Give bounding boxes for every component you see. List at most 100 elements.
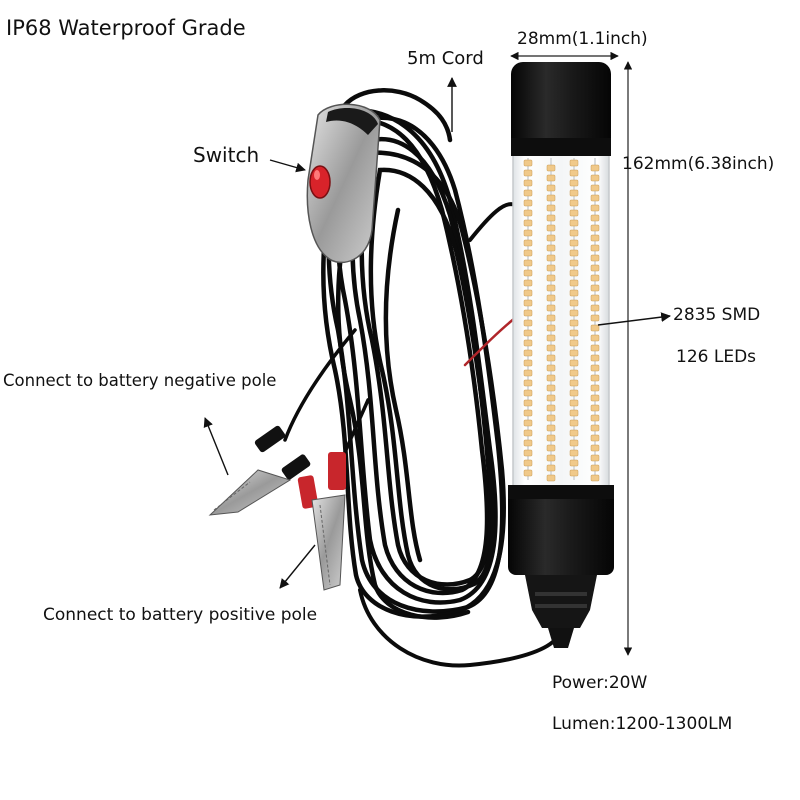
led-chip	[569, 199, 579, 207]
led-chip	[569, 269, 579, 277]
led-chip	[569, 209, 579, 217]
led-chip	[590, 264, 600, 272]
negative-pole-label: Connect to battery negative pole	[3, 371, 277, 390]
led-chip	[523, 429, 533, 437]
led-chip	[546, 204, 556, 212]
led-chip	[569, 459, 579, 467]
led-chip	[523, 349, 533, 357]
led-chip	[590, 344, 600, 352]
led-chip	[590, 314, 600, 322]
led-chip	[546, 294, 556, 302]
led-chip	[546, 394, 556, 402]
led-chip	[569, 319, 579, 327]
led-chip	[546, 194, 556, 202]
led-strip-line	[527, 158, 529, 480]
led-chip	[546, 454, 556, 462]
led-chip	[590, 394, 600, 402]
led-chip	[590, 254, 600, 262]
led-chip	[590, 284, 600, 292]
led-chip	[569, 379, 579, 387]
led-chip	[523, 289, 533, 297]
led-tube	[508, 62, 614, 648]
switch-button	[309, 165, 331, 199]
led-count-label: 126 LEDs	[676, 347, 757, 367]
led-chip	[590, 294, 600, 302]
led-chip	[590, 454, 600, 462]
led-chip	[569, 249, 579, 257]
led-chip	[523, 169, 533, 177]
led-chip	[569, 279, 579, 287]
led-chip	[546, 314, 556, 322]
dimension-lines	[510, 51, 633, 656]
led-chip	[546, 424, 556, 432]
led-chip	[569, 239, 579, 247]
led-chip	[546, 434, 556, 442]
negative-clip	[208, 425, 311, 516]
led-chip	[523, 469, 533, 477]
led-chip	[569, 439, 579, 447]
led-chip	[569, 449, 579, 457]
led-chip	[590, 244, 600, 252]
led-chip	[546, 304, 556, 312]
power-spec-label: Power:20W	[552, 673, 648, 693]
led-chip	[546, 234, 556, 242]
led-chip	[523, 209, 533, 217]
led-chip	[590, 234, 600, 242]
led-chip	[590, 434, 600, 442]
led-chip	[523, 279, 533, 287]
led-chip	[523, 179, 533, 187]
led-chip	[569, 329, 579, 337]
led-chip	[523, 259, 533, 267]
led-chip	[546, 334, 556, 342]
led-chip	[523, 329, 533, 337]
led-chip	[569, 389, 579, 397]
height-dimension-label: 162mm(6.38inch)	[622, 154, 775, 174]
led-chip	[569, 189, 579, 197]
led-chip	[569, 289, 579, 297]
led-chip	[523, 449, 533, 457]
led-chip	[569, 339, 579, 347]
led-chip	[546, 244, 556, 252]
led-chip	[590, 474, 600, 482]
led-chip	[546, 374, 556, 382]
led-chip	[590, 414, 600, 422]
bottom-cap	[508, 485, 614, 575]
led-strip-line	[573, 158, 575, 480]
led-chip	[569, 219, 579, 227]
led-chip	[569, 429, 579, 437]
led-chip	[523, 319, 533, 327]
led-chip	[569, 229, 579, 237]
led-chip	[523, 229, 533, 237]
led-chip	[569, 469, 579, 477]
led-chip	[590, 364, 600, 372]
led-chip	[523, 339, 533, 347]
led-chip	[569, 259, 579, 267]
led-chip	[523, 219, 533, 227]
led-chip	[523, 239, 533, 247]
top-cap	[511, 62, 611, 154]
led-chip	[546, 344, 556, 352]
led-chip	[546, 444, 556, 452]
led-chip	[523, 369, 533, 377]
led-chip	[590, 174, 600, 182]
waterproof-grade-title: IP68 Waterproof Grade	[6, 16, 246, 40]
led-chip	[523, 379, 533, 387]
led-chip	[546, 404, 556, 412]
led-chip	[523, 399, 533, 407]
led-chip	[569, 299, 579, 307]
led-chip	[590, 164, 600, 172]
led-chip	[523, 439, 533, 447]
led-chip	[590, 464, 600, 472]
led-chip	[590, 444, 600, 452]
positive-pole-label: Connect to battery positive pole	[43, 605, 318, 625]
led-chip	[523, 159, 533, 167]
led-chip	[523, 249, 533, 257]
led-chip	[546, 214, 556, 222]
led-strips	[523, 158, 600, 482]
led-chip	[590, 184, 600, 192]
coiled-cable	[283, 88, 557, 668]
led-chip	[546, 174, 556, 182]
led-chip	[569, 309, 579, 317]
led-chip	[546, 284, 556, 292]
